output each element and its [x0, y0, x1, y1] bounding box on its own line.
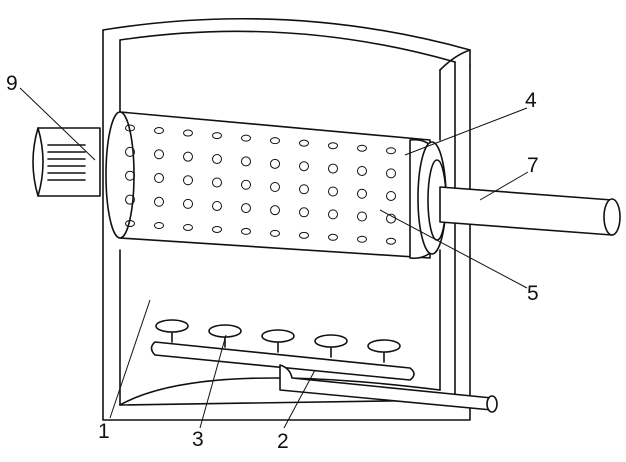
- label-bearing: 5: [527, 282, 539, 305]
- spray-nozzle: [209, 325, 241, 337]
- shaft: [440, 187, 620, 235]
- label-drum: 4: [525, 89, 537, 112]
- label-nozzle: 3: [192, 428, 204, 451]
- label-shaft: 7: [527, 154, 539, 177]
- spray-nozzle: [156, 320, 188, 332]
- motor: [33, 128, 100, 196]
- perforated-drum: [106, 112, 430, 258]
- spray-nozzle: [368, 340, 400, 352]
- spray-nozzle: [262, 330, 294, 342]
- spray-nozzle: [315, 335, 347, 347]
- label-housing: 1: [98, 420, 110, 443]
- label-motor: 9: [6, 72, 18, 95]
- label-pipe: 2: [277, 430, 289, 453]
- pipe: [152, 320, 498, 412]
